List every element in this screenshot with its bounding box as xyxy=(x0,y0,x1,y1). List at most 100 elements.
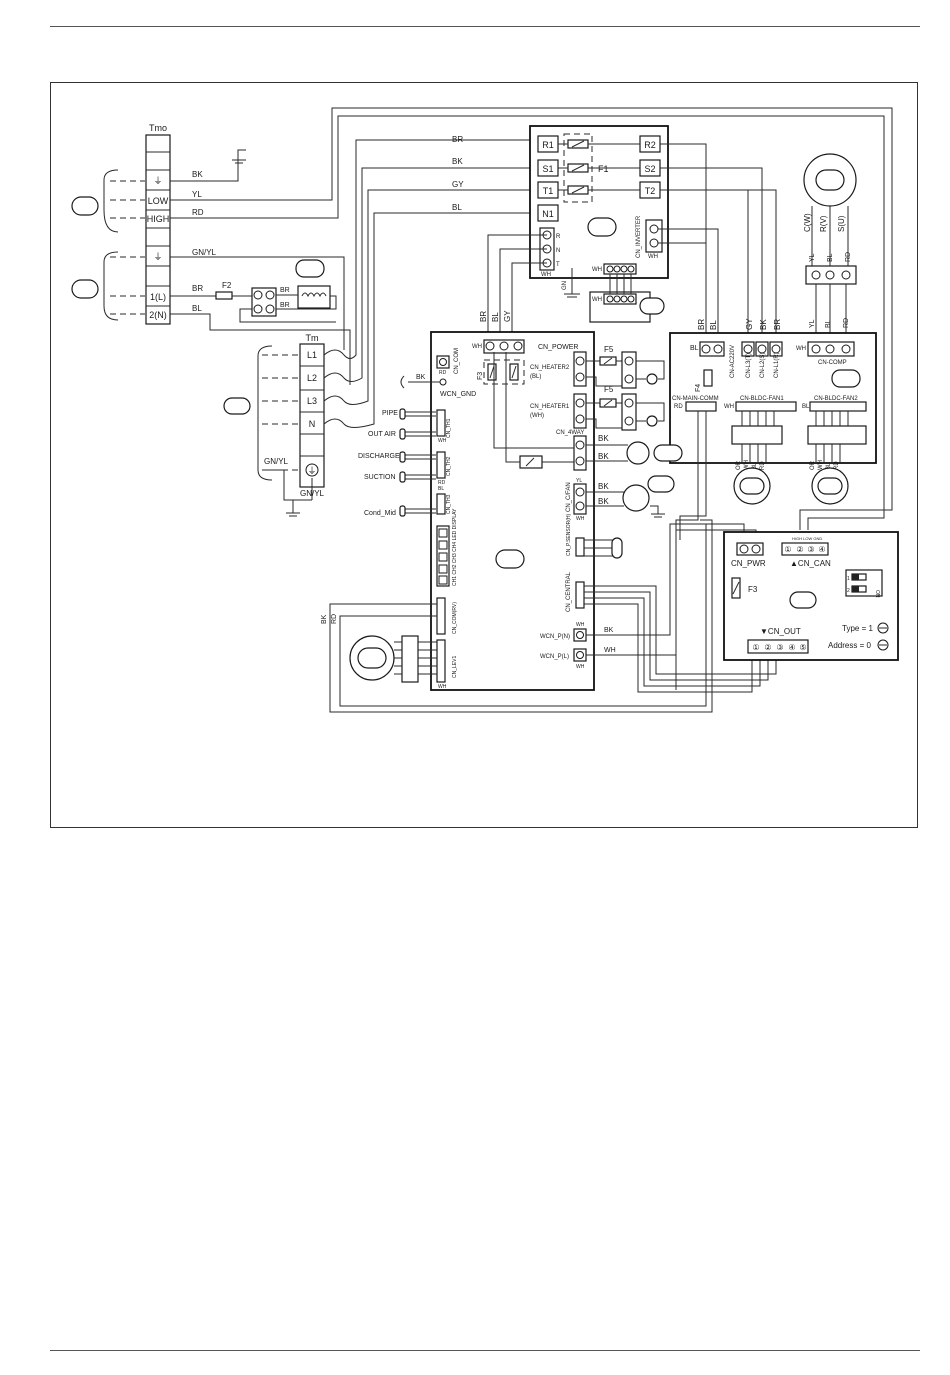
comm-out-1: ① xyxy=(752,643,759,652)
comm-pcb: CN_PWR HIGH LOW GND ① ② ③ ④ ▲CN_CAN F3 1… xyxy=(723,531,899,661)
compressor: C(W) R(V) S(U) YL BL RD YL BL RD xyxy=(803,153,857,344)
inv-wire-gy: GY xyxy=(745,318,754,330)
comp-wire-rd: RD xyxy=(845,252,852,262)
sub-connector-wh: WH xyxy=(592,297,602,303)
inv-cn-l2: CN-L2(S) xyxy=(760,353,766,378)
tm-terminal-l2: L2 xyxy=(307,373,317,383)
main-wcn-pl: WCN_P(L) xyxy=(540,654,569,660)
sensor-discharge: DISCHARGE xyxy=(358,453,400,460)
wire-label-yl: YL xyxy=(192,190,202,199)
main-cn-comrv: CN_COM(RV) xyxy=(452,602,458,634)
comm-can-1: ① xyxy=(784,545,791,554)
nf-t2: T2 xyxy=(645,186,656,196)
main-cn-power: CN_POWER xyxy=(538,344,578,351)
nf-rst-t: T xyxy=(556,262,560,268)
nf-r1: R1 xyxy=(542,140,554,150)
power-wire-br: BR xyxy=(479,311,488,322)
fan1-wire-or: OR xyxy=(736,460,742,470)
lev-wire-rd: RD xyxy=(331,614,338,624)
main-cn-heater1: CN_HEATER1 xyxy=(530,404,570,410)
inv-cn-ac220v: CN-AC220V xyxy=(730,345,736,378)
nf-gn-label: GN xyxy=(562,281,568,290)
top-wire-bk: BK xyxy=(452,157,463,166)
fan2-wire-wh: WH xyxy=(818,460,824,470)
comm-cn-out: ▼CN_OUT xyxy=(760,627,801,636)
fuse-f5a: F5 xyxy=(604,345,614,354)
tm-terminal-n: N xyxy=(309,419,316,429)
label-bubble-10 xyxy=(789,591,817,609)
label-bubble-3 xyxy=(295,259,325,278)
comm-out-3: ③ xyxy=(776,643,783,652)
main-dip-labels: CH1 CH2 CH3 CH4 LED DISPLAY xyxy=(452,508,458,586)
comm-dip-on: ON xyxy=(874,590,880,598)
comp-wire-yl: YL xyxy=(809,253,816,262)
inv-cn-main-comm: CN-MAIN-COMM xyxy=(672,396,719,402)
comp-term-su: S(U) xyxy=(837,215,846,232)
comm-can-3: ③ xyxy=(807,545,814,554)
comm-out-5: ⑤ xyxy=(799,643,806,652)
nf-fuse-f1: F1 xyxy=(598,164,609,174)
terminal-block-tmo: Tmo ⏚ LOW HIGH ⏚ 1(L) 2(N) BK YL RD GN/Y… xyxy=(71,123,217,325)
main-cn-psensor: CN_P.SENSOR(H) xyxy=(566,514,572,556)
wire-label-bl: BL xyxy=(192,304,202,313)
main-cn-com: CN_COM xyxy=(454,348,460,374)
tmo-terminal-2n: 2(N) xyxy=(149,310,167,320)
sensor-leads: PIPE OUT AIR DISCHARGE SUCTION Cond_Mid xyxy=(358,408,436,517)
main-th1-wh: WH xyxy=(438,438,447,444)
wcnp-wire-bk: BK xyxy=(604,627,614,634)
nf-inverter-wh: WH xyxy=(648,254,658,260)
fan2-wire-bl: BL xyxy=(826,462,832,470)
fuse-f5b: F5 xyxy=(604,385,614,394)
tmo-block-body xyxy=(145,134,171,325)
fan1-wire-rd: RD xyxy=(760,461,766,470)
inv-cn-l3: CN-L3(T) xyxy=(746,353,752,378)
comm-fuse-f3: F3 xyxy=(748,585,758,594)
comm-address-label: Address = 0 xyxy=(828,641,871,650)
terminal-block-tm: Tm L1 L2 L3 N ⏚ GN/YL GN/YL xyxy=(223,333,325,517)
tmo-terminal-gnd2: ⏚ xyxy=(153,252,162,262)
inv-wire-br2: BR xyxy=(773,319,782,330)
main-heater1-wh: (WH) xyxy=(530,413,544,419)
sensor-suction: SUCTION xyxy=(364,474,396,481)
label-bubble-8 xyxy=(653,444,683,462)
main-power-wh: WH xyxy=(472,344,482,350)
fan-wire-bk2: BK xyxy=(598,497,609,506)
comp-wire-rd2: RD xyxy=(843,318,850,328)
wire-label-rd: RD xyxy=(192,208,204,217)
top-wire-bl: BL xyxy=(452,203,462,212)
top-wire-br: BR xyxy=(452,135,463,144)
power-wire-gy: GY xyxy=(503,310,512,322)
tm-terminal-gnd: ⏚ xyxy=(307,466,316,476)
inv-cn-l1: CN-L1(R) xyxy=(774,352,780,378)
reactor-block: BR BR xyxy=(239,259,337,323)
label-bubble-7 xyxy=(495,549,525,569)
fan2-wire-rd: RD xyxy=(834,461,840,470)
fan-motor xyxy=(622,484,650,512)
nf-s2: S2 xyxy=(644,164,655,174)
main-th2-rd: RD xyxy=(438,480,446,486)
fan-wire-bk: BK xyxy=(598,482,609,491)
four-way-valve-coil xyxy=(626,441,650,465)
bldc-fan-1: OR WH BL RD xyxy=(731,411,783,505)
sensor-cond-mid: Cond_Mid xyxy=(364,510,396,517)
label-bubble-4 xyxy=(223,397,251,415)
comm-can-pins: HIGH LOW GND xyxy=(792,536,822,541)
label-bubble-9 xyxy=(647,475,675,493)
power-wire-bl: BL xyxy=(491,312,500,322)
main-cfan-yl: YL xyxy=(576,478,582,484)
tmo-terminal-1l: 1(L) xyxy=(150,292,166,302)
tmo-terminal-low: LOW xyxy=(148,196,169,206)
inv-comp-wh: WH xyxy=(796,346,806,352)
nf-rst-n: N xyxy=(556,248,560,254)
lev-wire-bk: BK xyxy=(321,614,328,624)
nf-cn-inverter: CN_INVERTER xyxy=(636,215,642,258)
comp-term-cw: C(W) xyxy=(803,213,812,232)
tm-terminal-l1: L1 xyxy=(307,350,317,360)
main-th3-bl: BL xyxy=(438,486,444,492)
comp-term-rv: R(V) xyxy=(819,215,828,232)
main-cn-lev1: CN_LEV1 xyxy=(452,656,458,678)
comm-out-4: ④ xyxy=(788,643,795,652)
nf-s1: S1 xyxy=(542,164,553,174)
label-bubble-2 xyxy=(71,279,99,299)
